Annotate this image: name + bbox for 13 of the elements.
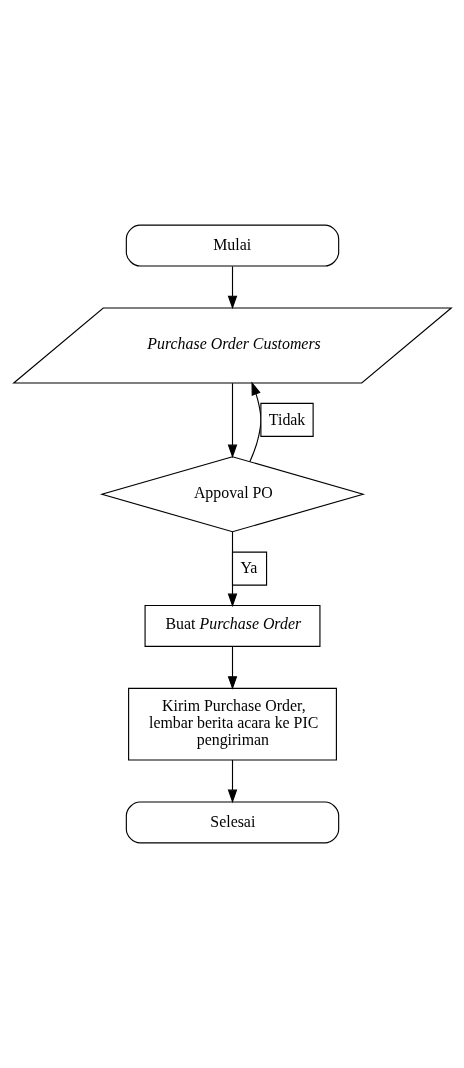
node-box: Mulai [125, 224, 339, 267]
node-diamond: Appoval PO [99, 456, 365, 533]
arrow [227, 645, 237, 690]
node-box: Buat Purchase Order [144, 604, 320, 647]
arrow [227, 531, 237, 608]
node-box: Selesai [125, 801, 339, 844]
arrow [227, 382, 237, 459]
arrow [248, 381, 262, 463]
arrow [227, 265, 237, 310]
node-box: Kirim Purchase Order, lembar berita acara ke PIC pengiriman [127, 687, 337, 761]
edge-label: Tidak [268, 410, 305, 428]
arrow [227, 759, 237, 804]
edge-label: Ya [239, 559, 257, 577]
